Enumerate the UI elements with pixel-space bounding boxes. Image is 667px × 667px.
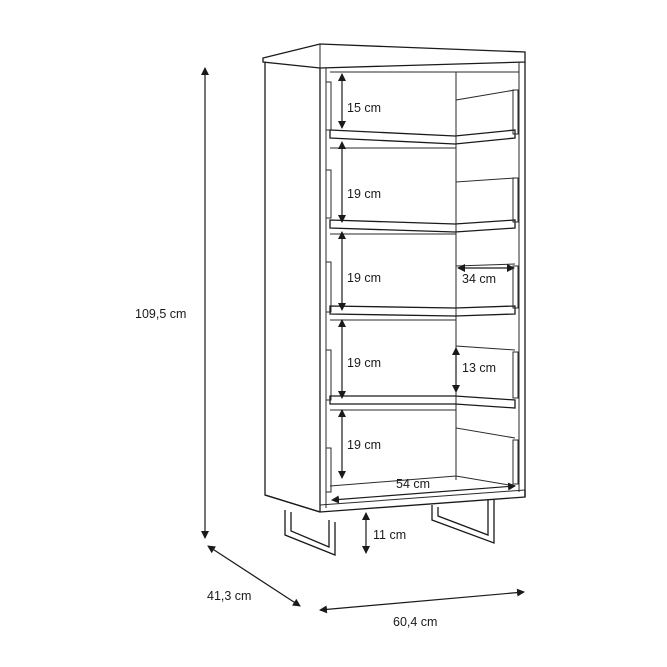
compartment-2-label: 19 cm <box>347 187 381 201</box>
inner-width-dimension <box>331 482 516 504</box>
drawer-runners <box>325 81 519 493</box>
compartment-3-label: 19 cm <box>347 271 381 285</box>
depth-label: 41,3 cm <box>207 589 251 603</box>
leg-height-label: 11 cm <box>373 528 406 542</box>
width-dimension <box>319 588 525 614</box>
compartment-5-label: 19 cm <box>347 438 381 452</box>
inner-width-label: 54 cm <box>396 477 430 491</box>
legs <box>284 500 495 556</box>
compartment-4-label: 19 cm <box>347 356 381 370</box>
drawer-1 <box>329 71 516 145</box>
drawer-side-height-label: 13 cm <box>462 361 496 375</box>
compartment-1-label: 15 cm <box>347 101 381 115</box>
overall-height-label: 109,5 cm <box>135 307 186 321</box>
width-label: 60,4 cm <box>393 615 437 629</box>
inner-depth-label: 34 cm <box>462 272 496 286</box>
drawer-2 <box>329 147 516 233</box>
depth-dimension <box>207 545 301 607</box>
